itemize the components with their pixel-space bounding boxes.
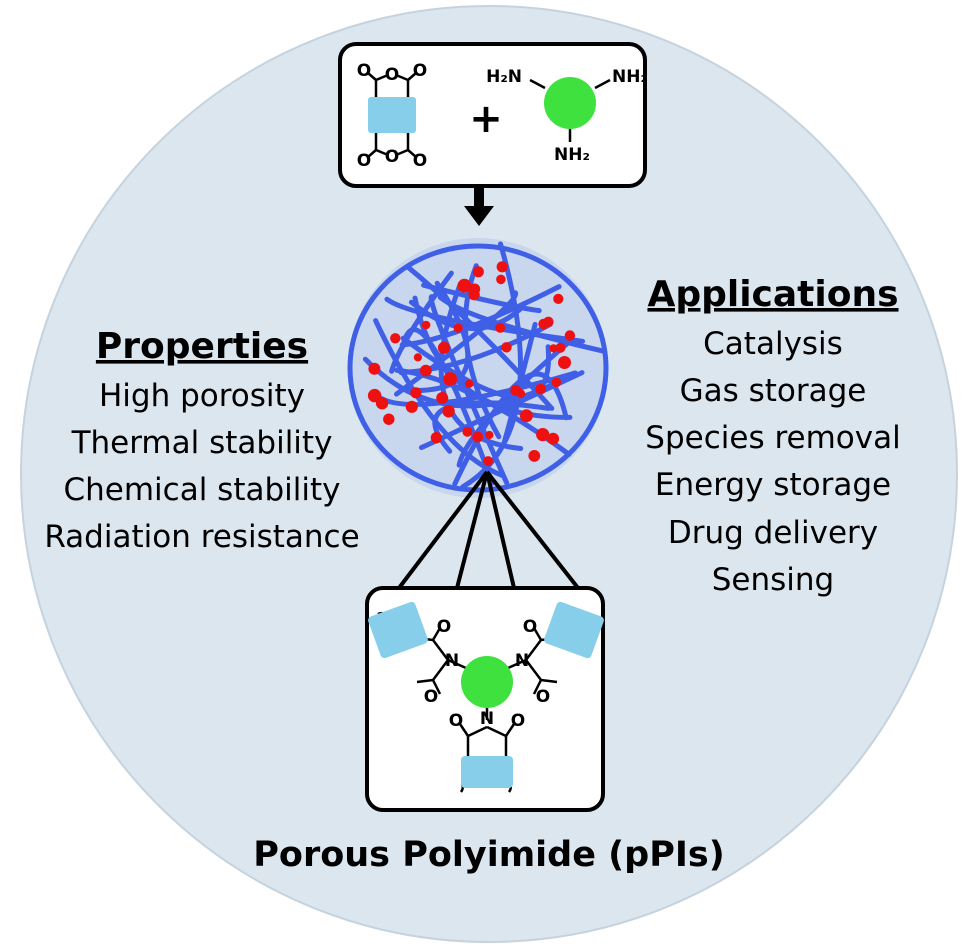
imide-o-1: O (437, 617, 451, 637)
amine-label-left: H₂N (486, 67, 522, 87)
pore-site-dot (535, 383, 546, 395)
pore-site-dot (405, 400, 418, 413)
property-item: Radiation resistance (44, 519, 359, 555)
imide-n-right: N (515, 651, 529, 671)
pore-site-dot (547, 432, 560, 445)
porous-polymer-network (347, 238, 609, 498)
application-item: Species removal (645, 420, 900, 456)
application-item: Energy storage (655, 467, 891, 503)
plus-sign: + (469, 96, 503, 142)
pore-site-dot (413, 353, 422, 362)
triamine-molecule (529, 77, 611, 142)
pore-site-dot (501, 342, 512, 353)
pore-site-dot (472, 431, 484, 443)
pore-site-dot (516, 389, 526, 399)
pore-site-dot (549, 344, 558, 353)
anhydride-o-br: O (413, 151, 427, 171)
properties-heading: Properties (96, 326, 308, 367)
imide-o-4: O (536, 687, 550, 707)
property-item: High porosity (99, 378, 305, 414)
pore-site-dot (496, 261, 508, 273)
pore-site-dot (553, 293, 564, 304)
pore-site-dot (483, 456, 493, 466)
pore-site-dot (436, 392, 449, 404)
pore-site-dot (430, 432, 443, 444)
applications-list: Applications Catalysis Gas storage Speci… (645, 274, 900, 598)
amine-label-right: NH₂ (612, 67, 648, 87)
pore-site-dot (368, 362, 381, 375)
pore-site-dot (383, 413, 395, 425)
application-item: Drug delivery (668, 515, 878, 551)
pore-site-dot (453, 323, 463, 333)
pore-site-dot (443, 372, 458, 386)
pore-site-dot (551, 377, 562, 388)
pore-site-dot (495, 322, 506, 333)
pore-site-dot (442, 405, 455, 418)
pore-site-dot (437, 341, 451, 354)
anhydride-o-bottom: O (385, 147, 399, 167)
property-item: Thermal stability (71, 425, 333, 461)
imide-n-bottom: N (480, 709, 494, 729)
imide-o-3: O (523, 617, 537, 637)
pore-site-dot (421, 320, 431, 330)
figure-title: Porous Polyimide (pPIs) (253, 835, 724, 875)
pore-site-dot (485, 430, 494, 440)
pore-site-dot (555, 342, 566, 353)
imide-o-5: O (449, 711, 463, 731)
pore-site-dot (519, 409, 533, 423)
pore-site-dot (536, 428, 550, 442)
polymer-strand (347, 243, 609, 493)
application-item: Catalysis (703, 326, 843, 362)
anhydride-o-bl: O (357, 151, 371, 171)
pore-site-dot (543, 316, 554, 327)
pore-site-dot (465, 379, 474, 388)
zoom-lines (397, 470, 580, 590)
pore-site-dot (496, 274, 506, 285)
anhydride-o-top: O (385, 65, 399, 85)
polymer-strand (408, 299, 526, 331)
property-item: Chemical stability (63, 472, 340, 508)
pore-site-dot (420, 364, 432, 377)
reaction-arrow (464, 186, 494, 226)
pore-site-dot (390, 333, 401, 344)
pore-site-dot (561, 358, 571, 368)
imide-o-6: O (511, 711, 525, 731)
pore-site-dot (457, 278, 472, 293)
application-item: Gas storage (680, 373, 867, 409)
pore-site-dot (469, 283, 481, 295)
reactants-box: O O O O O O + H₂N NH₂ NH₂ (338, 42, 648, 188)
imide-o-2: O (424, 687, 438, 707)
pore-site-dot (564, 330, 576, 341)
dianhydride-molecule (367, 72, 417, 158)
pore-site-dot (472, 266, 484, 278)
pore-site-dot (462, 426, 473, 437)
anhydride-o-tl: O (357, 61, 371, 81)
pore-site-dot (528, 450, 541, 462)
anhydride-o-tr: O (413, 61, 427, 81)
pore-site-dot (375, 397, 389, 410)
imide-n-left: N (445, 651, 459, 671)
pore-site-dot (410, 387, 422, 399)
amine-label-bottom: NH₂ (554, 145, 590, 165)
properties-list: Properties High porosity Thermal stabili… (44, 326, 359, 555)
polyimide-structure-box: N N N O O O O O O (365, 586, 605, 812)
application-item: Sensing (712, 562, 835, 598)
applications-heading: Applications (647, 274, 898, 315)
